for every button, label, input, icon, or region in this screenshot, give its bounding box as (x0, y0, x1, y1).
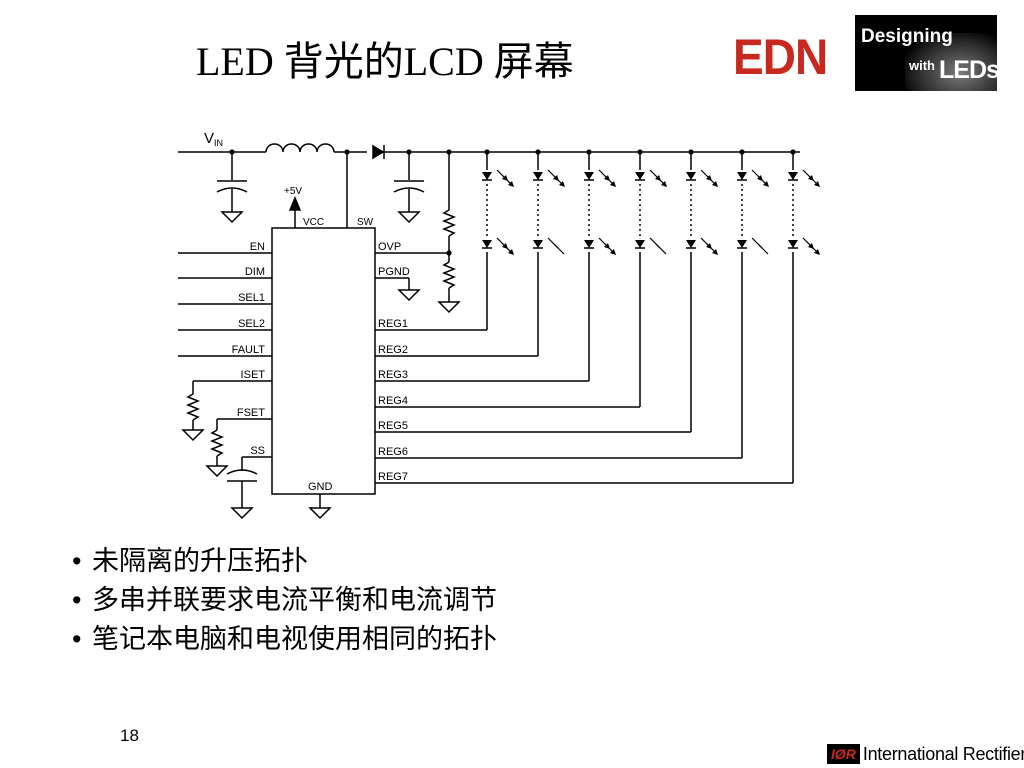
bullet-item: 多串并联要求电流平衡和电流调节 (72, 581, 497, 620)
pin-fault: FAULT (232, 344, 266, 356)
logo-leds-text: LEDs (939, 56, 997, 84)
bullet-item: 笔记本电脑和电视使用相同的拓扑 (72, 620, 497, 659)
edn-logo-text: EDN (733, 29, 828, 85)
bullet-list: 未隔离的升压拓扑 多串并联要求电流平衡和电流调节 笔记本电脑和电视使用相同的拓扑 (72, 542, 497, 659)
led-5-2 (686, 240, 696, 248)
slide-title: LED 背光的LCD 屏幕 (196, 39, 574, 84)
led-4-2 (635, 240, 645, 248)
edn-logo: EDN (733, 32, 847, 82)
emission-line-2-2-1 (553, 243, 565, 255)
emission-arrow-4-1-1 (661, 181, 667, 187)
led-4-1 (635, 172, 645, 180)
led-strings (375, 149, 820, 484)
supply-label: +5V (284, 186, 302, 197)
pin-ss: SS (250, 445, 265, 457)
pin-reg5: REG5 (378, 420, 408, 432)
ir-company-name: International Rectifier (862, 744, 1024, 764)
pin-reg6: REG6 (378, 446, 408, 458)
pin-gnd: GND (308, 481, 333, 493)
emission-line-4-2-1 (655, 243, 667, 255)
emission-arrow-1-2-1 (508, 249, 514, 255)
logo-with-text: with (909, 58, 935, 73)
led-1-2 (482, 240, 492, 248)
pin-pgnd: PGND (378, 266, 410, 278)
pin-dim: DIM (245, 266, 265, 278)
bullet-item: 未隔离的升压拓扑 (72, 542, 497, 581)
emission-arrow-7-2-1 (814, 249, 820, 255)
junction-dots (229, 149, 452, 256)
schematic-static-wiring (178, 143, 800, 520)
led-7-1 (788, 172, 798, 180)
led-driver-schematic: V IN +5V VCC SW EN DIM SEL1 SEL2 FAULT I… (178, 130, 820, 520)
led-1-1 (482, 172, 492, 180)
vin-subscript: IN (214, 138, 223, 148)
pin-en: EN (250, 241, 265, 253)
pin-reg4: REG4 (378, 395, 408, 407)
pin-iset: ISET (241, 369, 266, 381)
emission-arrow-7-1-1 (814, 181, 820, 187)
page-number: 18 (120, 726, 139, 745)
pin-reg1: REG1 (378, 318, 408, 330)
designing-with-leds-logo: Designing with LEDs (855, 15, 997, 91)
led-7-2 (788, 240, 798, 248)
vin-label: V (204, 130, 214, 147)
pin-vcc: VCC (303, 217, 324, 228)
logo-designing-text: Designing (861, 26, 953, 47)
emission-arrow-1-1-1 (508, 181, 514, 187)
pin-sel2: SEL2 (238, 318, 265, 330)
led-3-1 (584, 172, 594, 180)
led-3-2 (584, 240, 594, 248)
led-2-2 (533, 240, 543, 248)
pin-ovp: OVP (378, 241, 401, 253)
pin-reg2: REG2 (378, 344, 408, 356)
pin-reg3: REG3 (378, 369, 408, 381)
logo-glow (905, 33, 997, 91)
led-6-2 (737, 240, 747, 248)
led-2-1 (533, 172, 543, 180)
emission-arrow-3-1-1 (610, 181, 616, 187)
pin-reg7: REG7 (378, 471, 408, 483)
ir-mark: IØR (827, 744, 860, 764)
emission-line-6-2-1 (757, 243, 769, 255)
pin-sel1: SEL1 (238, 292, 265, 304)
led-6-1 (737, 172, 747, 180)
emission-arrow-5-1-1 (712, 181, 718, 187)
emission-arrow-5-2-1 (712, 249, 718, 255)
emission-arrow-2-1-1 (559, 181, 565, 187)
pin-fset: FSET (237, 407, 265, 419)
emission-arrow-3-2-1 (610, 249, 616, 255)
led-5-1 (686, 172, 696, 180)
pin-sw: SW (357, 217, 374, 228)
emission-arrow-6-1-1 (763, 181, 769, 187)
